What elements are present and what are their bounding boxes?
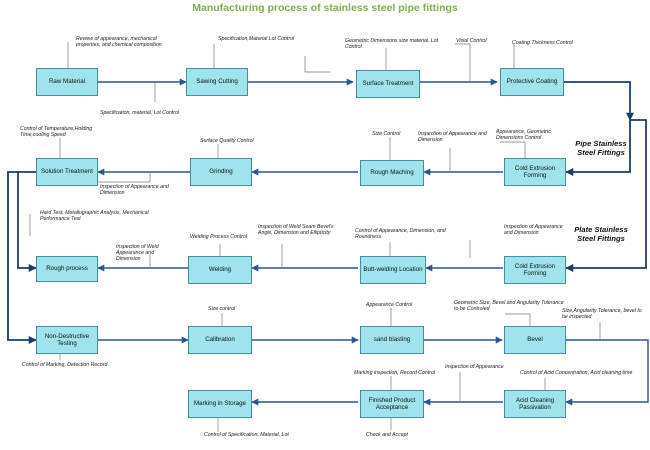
note-visial: Visial Control [456, 38, 487, 44]
step-rough-process: Rough process [36, 256, 98, 282]
step-surface-treatment: Surface Treatment [356, 70, 420, 98]
note-check-accept: Check and Accept [366, 432, 408, 438]
step-solution-treatment: Solution Treatment [36, 158, 98, 186]
note-inspection-app-dim-3: Inspection of Appearance and Dimension [504, 224, 563, 237]
note-control-acid: Control of Acid Concentration, Acid clea… [520, 370, 633, 376]
step-raw-material: Raw Material [36, 68, 98, 96]
step-non-destructive-testing: Non-Destructive Testing [36, 326, 98, 354]
step-sawing-cutting: Sawing Cutting [186, 68, 248, 96]
note-size-control-1: Size Control [372, 131, 401, 137]
note-control-marking: Control of Marking, Detection Record [22, 362, 108, 368]
step-cold-extrusion-2: Cold Extrusion Forming [504, 256, 566, 284]
step-calibration: Calibration [188, 326, 252, 354]
note-control-spec-lot: Control of Specification, Material, Lot [204, 432, 289, 438]
step-cold-extrusion-1: Cold Extrusion Forming [504, 158, 566, 186]
note-spec-lot-bottom: Specification, material, Lot Control [100, 110, 180, 116]
note-appearance-control: Appearance Control [366, 302, 413, 308]
arrow-bevel-to-right [565, 339, 649, 406]
diagram-title: Manufacturing process of stainless steel… [192, 2, 458, 14]
arrow-left-to-ndt [7, 171, 37, 345]
note-appearance-geo: Appearance, Geometric Dimensions Control [496, 129, 551, 142]
note-review: Review of appearance, mechanical propert… [76, 36, 162, 49]
note-geo-bevel: Geometric Size, Bevel and Angularity Tol… [454, 300, 564, 313]
label-pipe-fittings: Pipe Stainless Steel Fittings [575, 139, 627, 157]
arrow-coating-to-side [564, 81, 635, 121]
note-control-roundness: Control of Appearance, Dimension, and Ro… [355, 228, 446, 241]
step-welding: Welding [188, 256, 252, 284]
arrow-solution-to-rough [17, 171, 37, 273]
step-finished-product: Finished Product Acceptance [360, 390, 424, 418]
note-coating: Coating Thickness Control [512, 40, 573, 46]
step-rough-maching: Rough Maching [360, 160, 424, 186]
step-marking-storage: Marking in Storage [188, 390, 252, 418]
step-acid-cleaning: Acid Cleaning Passivation [504, 390, 566, 418]
step-protective-coating: Protective Coating [500, 68, 564, 96]
step-sand-blasting: sand blasting [360, 326, 424, 354]
note-inspection-weld: Inspection of Weld Appearance and Dimens… [116, 244, 159, 263]
note-size-control-2: Size control [208, 306, 236, 312]
step-butt-welding: Butt-welding Location [360, 256, 426, 284]
note-geometric: Geometric Dimensions size material, Lot … [345, 38, 439, 51]
note-inspection-app-dim-2: Inspection of Appearance and Dimension [100, 184, 169, 197]
arrow-side-to-cold1 [565, 120, 631, 177]
note-control-temp: Control of Temperature,Holding Time,cool… [20, 126, 93, 139]
note-weld-seam: Inspection of Weld Seam Bevel's Angle, D… [258, 224, 334, 237]
note-inspection-app-dim-1: Inspection of Appearance and Dimension [418, 131, 487, 144]
note-spec-lot-top: Specification,Material Lot Control [218, 36, 295, 42]
arrow-side-to-cold2 [565, 119, 647, 273]
note-size-angularity: Size,Angularity Tolerance, bevel to be i… [562, 308, 642, 321]
note-inspection-appearance: Inspection of Appearance [445, 364, 504, 370]
note-marking-inspection: Marking inspection, Record Control [354, 370, 436, 376]
step-grinding: Grinding [190, 158, 252, 186]
step-bevel: Bevel [504, 326, 566, 354]
note-surface-quality: Surface Quality Control [200, 138, 254, 144]
note-hard-test: Hard Test, Metallographic Analysis, Mech… [40, 210, 149, 223]
note-welding-process: Welding Process Control [190, 234, 247, 240]
label-plate-fittings: Plate Stainless Steel Fittings [574, 225, 628, 243]
